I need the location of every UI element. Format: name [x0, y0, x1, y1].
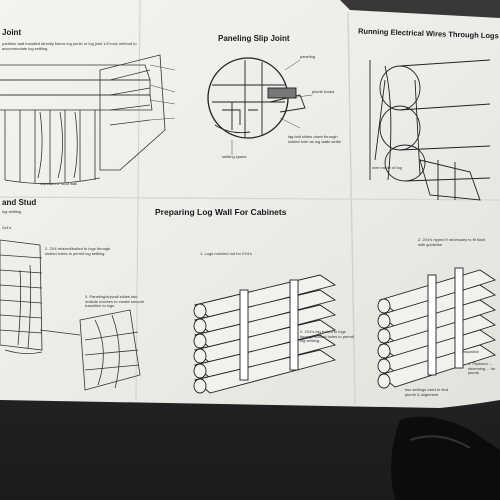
callout-plumb: plumb board [312, 89, 335, 94]
callout-bolt: lag bolt slides down through slotted hol… [288, 134, 341, 144]
top-left-intro: partition wall installed directly below … [2, 41, 137, 51]
paneling-slip-joint-drawing [207, 57, 306, 139]
electrical-logs-drawing [369, 59, 491, 201]
fold-line-vertical-1 [135, 0, 141, 401]
paneling-callout-lines [231, 59, 313, 155]
right-step-bottom: two settings used to find plumb & alignm… [405, 387, 448, 397]
fold-line-vertical-2 [347, 11, 356, 405]
stud-sub: log settling [2, 209, 22, 214]
right-step-4: 4. Plywood ... shimming ... for plumb [468, 361, 496, 376]
cabinets-title: Preparing Log Wall For Cabinets [155, 207, 287, 217]
stud-title: and Stud [2, 198, 37, 207]
stud-step-3: 3. Paneling/drywall slides into outside … [85, 294, 144, 309]
right-cabinet-drawing [377, 267, 497, 389]
top-left-log-wall-drawing [0, 54, 166, 184]
callout-paneling: paneling [300, 54, 316, 59]
top-left-callout-lines [149, 64, 176, 121]
cabinet-step-1: 1. Logs notched out for 2X4's [200, 251, 252, 256]
paper-sheet [0, 0, 500, 408]
black-device [391, 416, 500, 500]
paneling-slip-joint-title: Paneling Slip Joint [218, 34, 290, 43]
cabinet-step-2: 2. 2X4's lag bolted to logs through slot… [300, 329, 354, 344]
callout-standard-stud: standard 6" stud wall [40, 181, 77, 186]
top-left-title: Joint [2, 28, 22, 37]
stud-step-1: 2x4's [2, 225, 12, 230]
right-insulation: insulation [462, 349, 479, 354]
cabinet-log-wall-drawing [193, 274, 337, 394]
callout-wire: wire inside of log [372, 165, 402, 170]
callout-settling-space: settling space [222, 154, 247, 159]
stud-step-2: 2. 2X4 relaxed/bolted to logs through sl… [45, 246, 111, 256]
right-step-2: 2. 2X4's ripped if necessary to fit flus… [418, 237, 486, 247]
fold-line-horizontal [0, 196, 500, 201]
stud-section-drawing [0, 239, 141, 391]
